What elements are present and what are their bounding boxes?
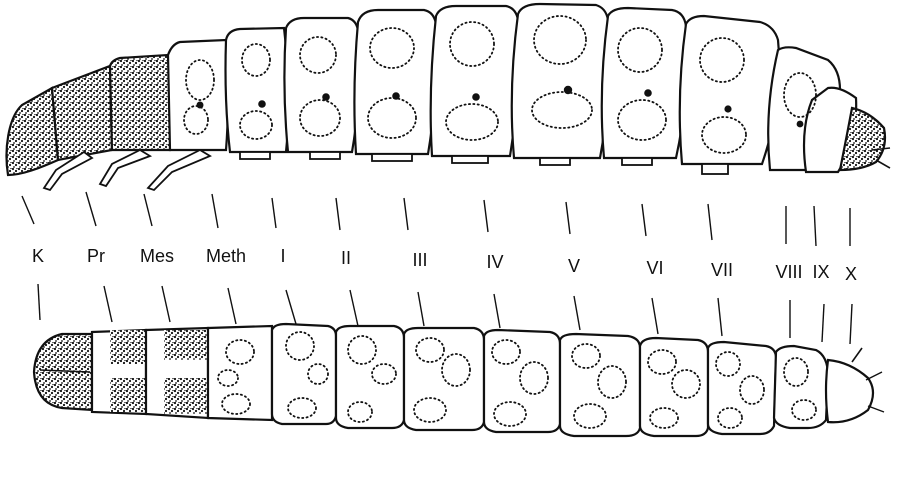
leader-II-lower — [350, 290, 358, 326]
abdomen-segment-I-lateral — [226, 28, 289, 152]
anal-spine — [868, 406, 884, 412]
label-IV: IV — [486, 252, 503, 273]
mesonotal-plate — [164, 378, 208, 414]
head-capsule-lateral — [7, 88, 58, 175]
abdomen-segment-IV-lateral — [431, 6, 519, 156]
leader-III-upper — [404, 198, 408, 230]
ventral-plate — [540, 158, 570, 165]
label-I: I — [280, 246, 285, 267]
abdomen-segment-VII-lateral — [680, 16, 780, 164]
ventral-plate — [452, 156, 488, 163]
label-V: V — [568, 256, 580, 277]
label-X: X — [845, 264, 857, 285]
abdomen-segment-IX-dorsal — [826, 360, 873, 422]
larva-dorsal-view — [34, 324, 884, 436]
label-VI: VI — [646, 258, 663, 279]
label-VIII: VIII — [775, 262, 802, 283]
pronotal-plate — [110, 378, 146, 412]
anal-spine — [876, 160, 890, 168]
mesonotal-plate — [164, 330, 208, 360]
leader-IV-lower — [494, 294, 500, 328]
label-II: II — [341, 248, 351, 269]
leader-V-lower — [574, 296, 580, 330]
leader-Pr-lower — [104, 286, 112, 322]
ventral-plate — [702, 164, 728, 174]
label-III: III — [412, 250, 427, 271]
ventral-plate — [240, 152, 270, 159]
abdomen-segment-I-dorsal — [272, 324, 336, 424]
abdomen-segment-VI-dorsal — [640, 338, 708, 436]
leader-VI-upper — [642, 204, 646, 236]
abdomen-segment-VI-lateral — [602, 8, 687, 158]
leader-VII-upper — [708, 204, 712, 240]
leader-IX-lower — [822, 304, 824, 342]
leader-IX-upper — [814, 206, 816, 246]
leader-Mes-lower — [162, 286, 170, 322]
label-IX: IX — [812, 262, 829, 283]
label-K: K — [32, 246, 44, 267]
abdomen-segment-V-lateral — [512, 4, 609, 158]
mesothorax-lateral — [110, 55, 171, 150]
ventral-plate — [310, 152, 340, 159]
leader-Meth-lower — [228, 288, 236, 324]
leader-K-upper — [22, 196, 34, 224]
anal-spine — [866, 372, 882, 380]
leader-VI-lower — [652, 298, 658, 334]
label-Meth: Meth — [206, 246, 246, 267]
label-Pr: Pr — [87, 246, 105, 267]
thoracic-leg-meta — [148, 150, 210, 190]
anal-spine — [852, 348, 862, 362]
prothorax-lateral — [52, 66, 112, 160]
leader-III-lower — [418, 292, 424, 326]
leader-Pr-upper — [86, 192, 96, 226]
ventral-plate — [622, 158, 652, 165]
larva-lateral-view — [7, 4, 890, 190]
abdomen-segment-V-dorsal — [560, 334, 640, 436]
leader-K-lower — [38, 284, 40, 320]
abdomen-segment-VIII-dorsal — [774, 346, 828, 428]
leader-V-upper — [566, 202, 570, 234]
leader-Meth-upper — [212, 194, 218, 228]
leader-X-lower — [850, 304, 852, 344]
pronotal-plate — [110, 330, 146, 364]
ventral-plate — [372, 154, 412, 161]
label-Mes: Mes — [140, 246, 174, 267]
leader-II-upper — [336, 198, 340, 230]
leader-IV-upper — [484, 200, 488, 232]
leader-I-lower — [286, 290, 296, 324]
thoracic-leg-meso — [100, 150, 150, 186]
leader-I-upper — [272, 198, 276, 228]
leader-Mes-upper — [144, 194, 152, 226]
abdomen-segment-II-dorsal — [336, 326, 404, 428]
leader-VII-lower — [718, 298, 722, 336]
abdomen-segment-III-lateral — [354, 10, 436, 154]
label-VII: VII — [711, 260, 733, 281]
